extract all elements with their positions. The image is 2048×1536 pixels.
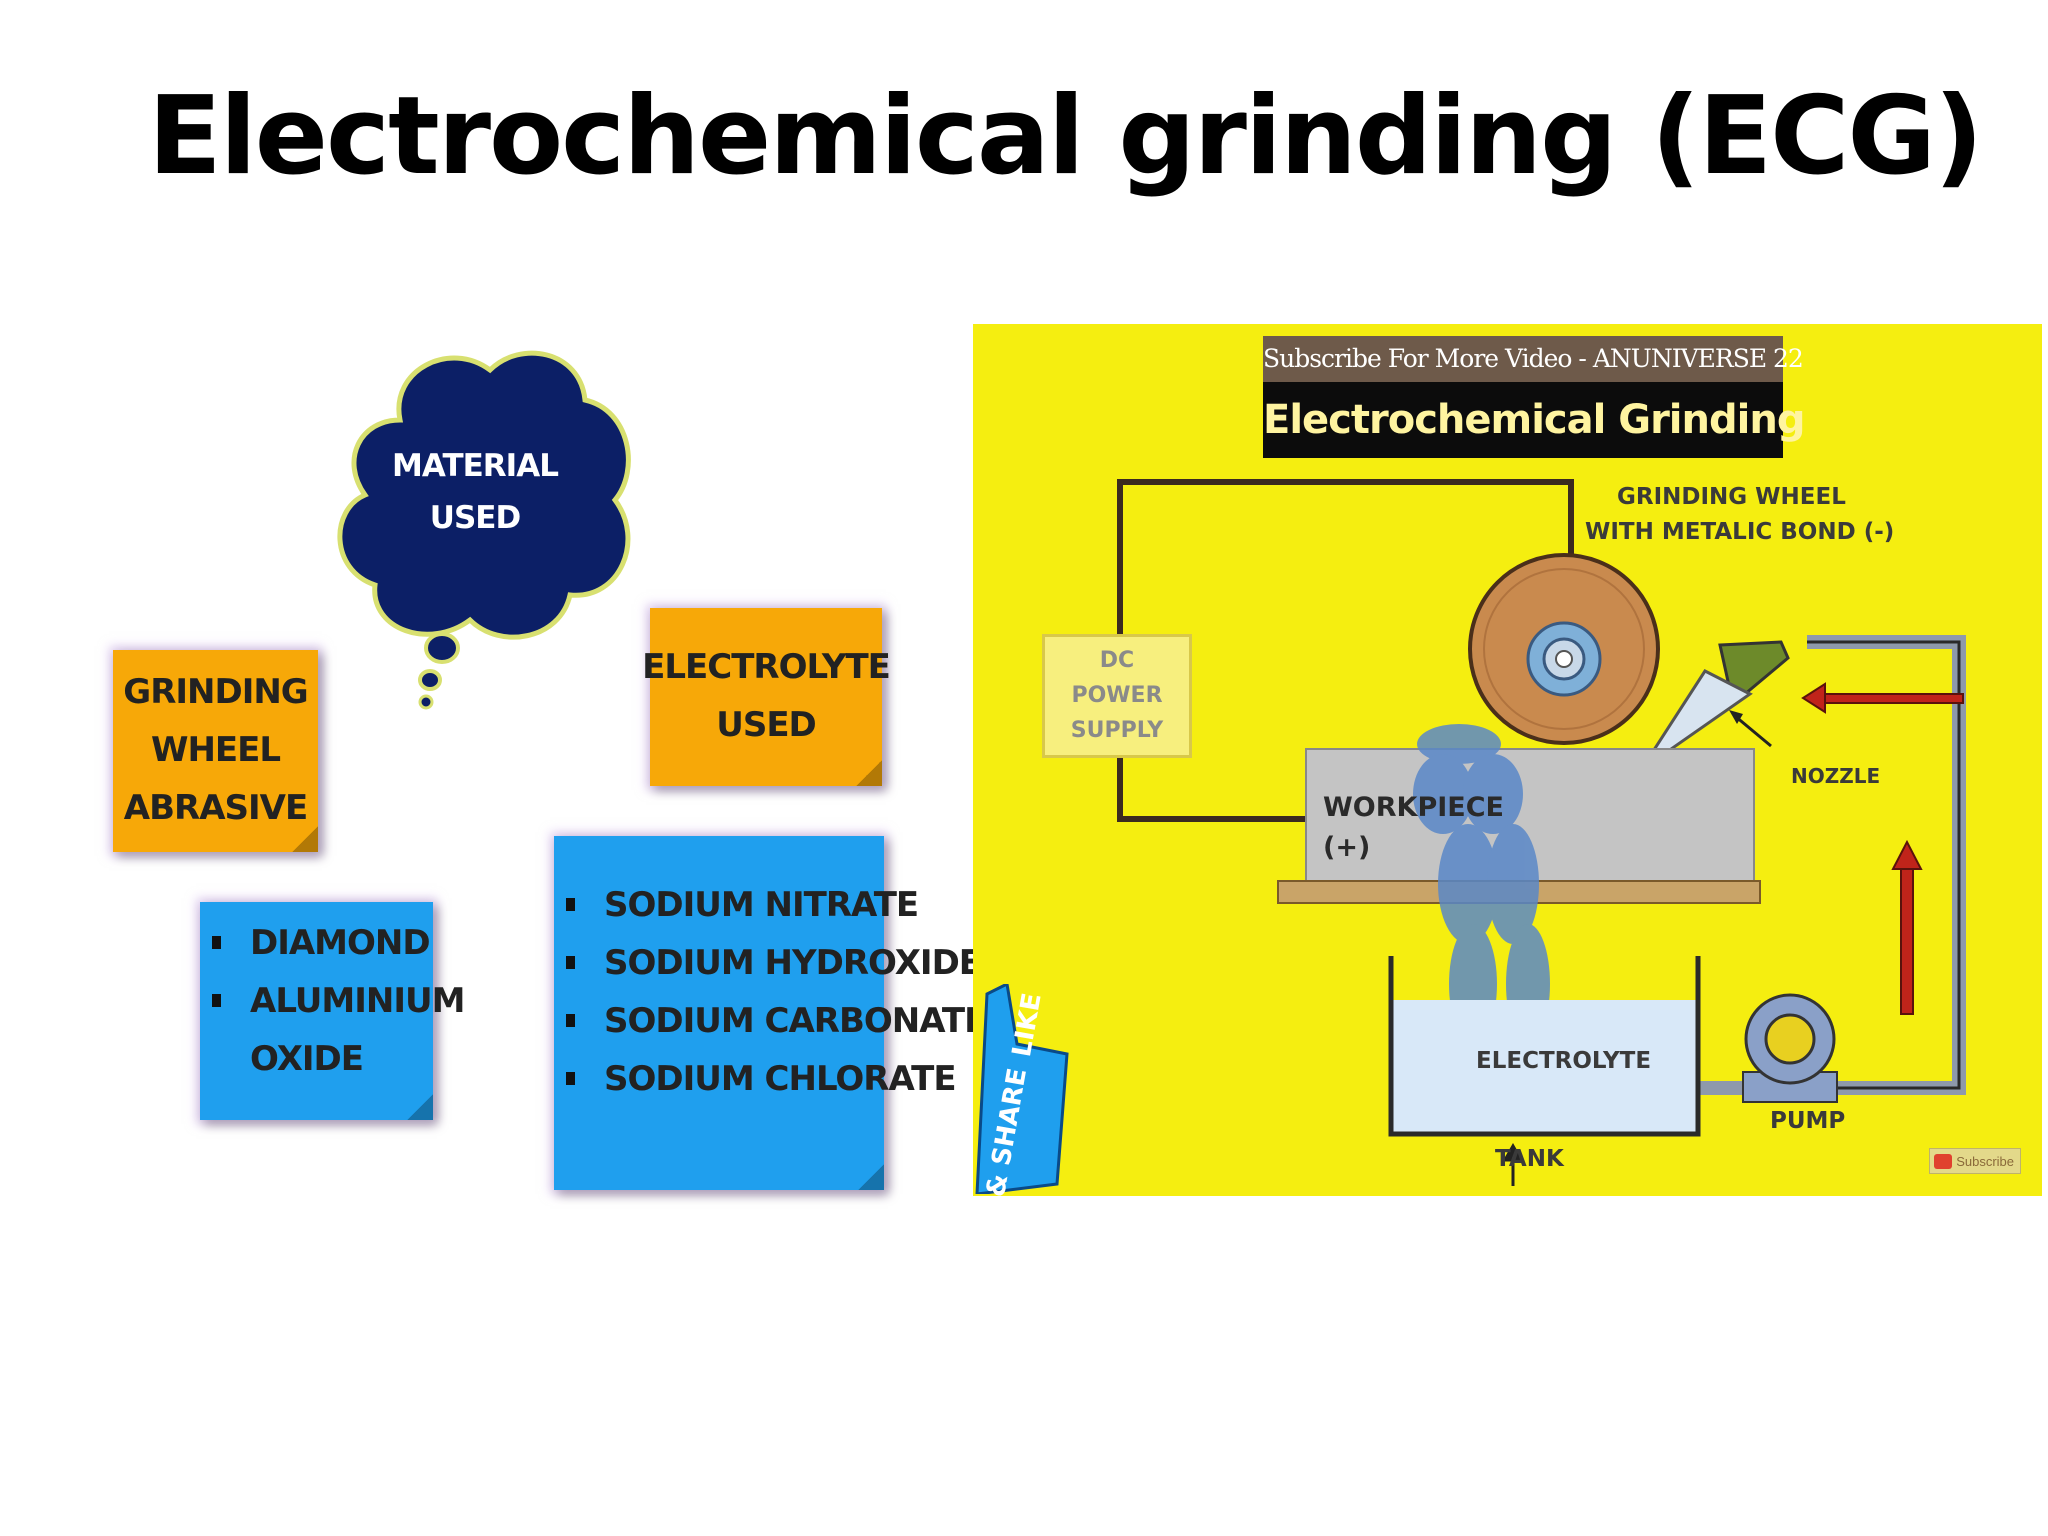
- electrolyte-tank: [1388, 956, 1701, 1137]
- abrasive-list-note: DIAMOND ALUMINIUM OXIDE: [200, 902, 465, 1120]
- electrolyte-list: SODIUM NITRATE SODIUM HYDROXIDE SODIUM C…: [560, 876, 987, 1108]
- list-item: ALUMINIUM: [206, 972, 465, 1030]
- list-item: SODIUM CHLORATE: [560, 1050, 957, 1108]
- play-icon: [1934, 1154, 1952, 1169]
- electrolyte-list-note: SODIUM NITRATE SODIUM HYDROXIDE SODIUM C…: [554, 836, 987, 1190]
- ecg-schematic: [1117, 479, 1966, 1186]
- list-item: SODIUM HYDROXIDE: [560, 934, 982, 992]
- subscribe-banner: Subscribe For More Video - ANUNIVERSE 22: [1263, 336, 1804, 382]
- abrasive-list: DIAMOND ALUMINIUM OXIDE: [206, 914, 465, 1088]
- subscribe-button[interactable]: Subscribe: [1929, 1148, 2021, 1174]
- grinding-wheel-abrasive-note: GRINDING WHEEL ABRASIVE: [113, 650, 318, 852]
- cloud-shape: [337, 350, 631, 710]
- flow-arrow-left: [1801, 682, 1964, 714]
- diagram-title: Electrochemical Grinding: [1263, 382, 1805, 458]
- tank-label: TANK: [1495, 1146, 1564, 1172]
- workpiece-label: WORKPIECE: [1323, 792, 1504, 823]
- electrolyte-used-note: ELECTROLYTE USED: [642, 608, 891, 786]
- workpiece-polarity: (+): [1323, 832, 1371, 863]
- cloud-label: MATERIAL USED: [392, 448, 559, 536]
- nozzle-label: NOZZLE: [1791, 764, 1881, 788]
- pump-icon: [1742, 993, 1838, 1103]
- grinding-wheel-icon: [1468, 553, 1660, 745]
- like-share-badge: LIKE & SHARE: [973, 981, 1077, 1196]
- grinding-wheel-label: GRINDING WHEEL: [1617, 484, 1846, 510]
- list-item: OXIDE: [250, 1039, 364, 1079]
- slide-title: Electrochemical grinding (ECG): [148, 74, 1983, 199]
- dc-power-supply: DC POWER SUPPLY: [1042, 634, 1192, 758]
- ecg-diagram-panel: Subscribe For More Video - ANUNIVERSE 22…: [973, 324, 2042, 1196]
- circuit-wire: [1117, 479, 1574, 634]
- list-item: SODIUM NITRATE: [560, 876, 919, 934]
- circuit-wire: [1117, 758, 1306, 822]
- electrolyte-label: ELECTROLYTE: [1476, 1048, 1652, 1074]
- grinding-wheel-label: WITH METALIC BOND (-): [1585, 519, 1895, 545]
- tank-arrow-icon: [1502, 1142, 1524, 1186]
- pump-label: PUMP: [1770, 1108, 1846, 1134]
- flow-arrow-up: [1891, 839, 1923, 1015]
- nozzle-icon: [1639, 640, 1790, 772]
- list-item: DIAMOND: [206, 914, 433, 972]
- list-item: SODIUM CARBONATE: [560, 992, 987, 1050]
